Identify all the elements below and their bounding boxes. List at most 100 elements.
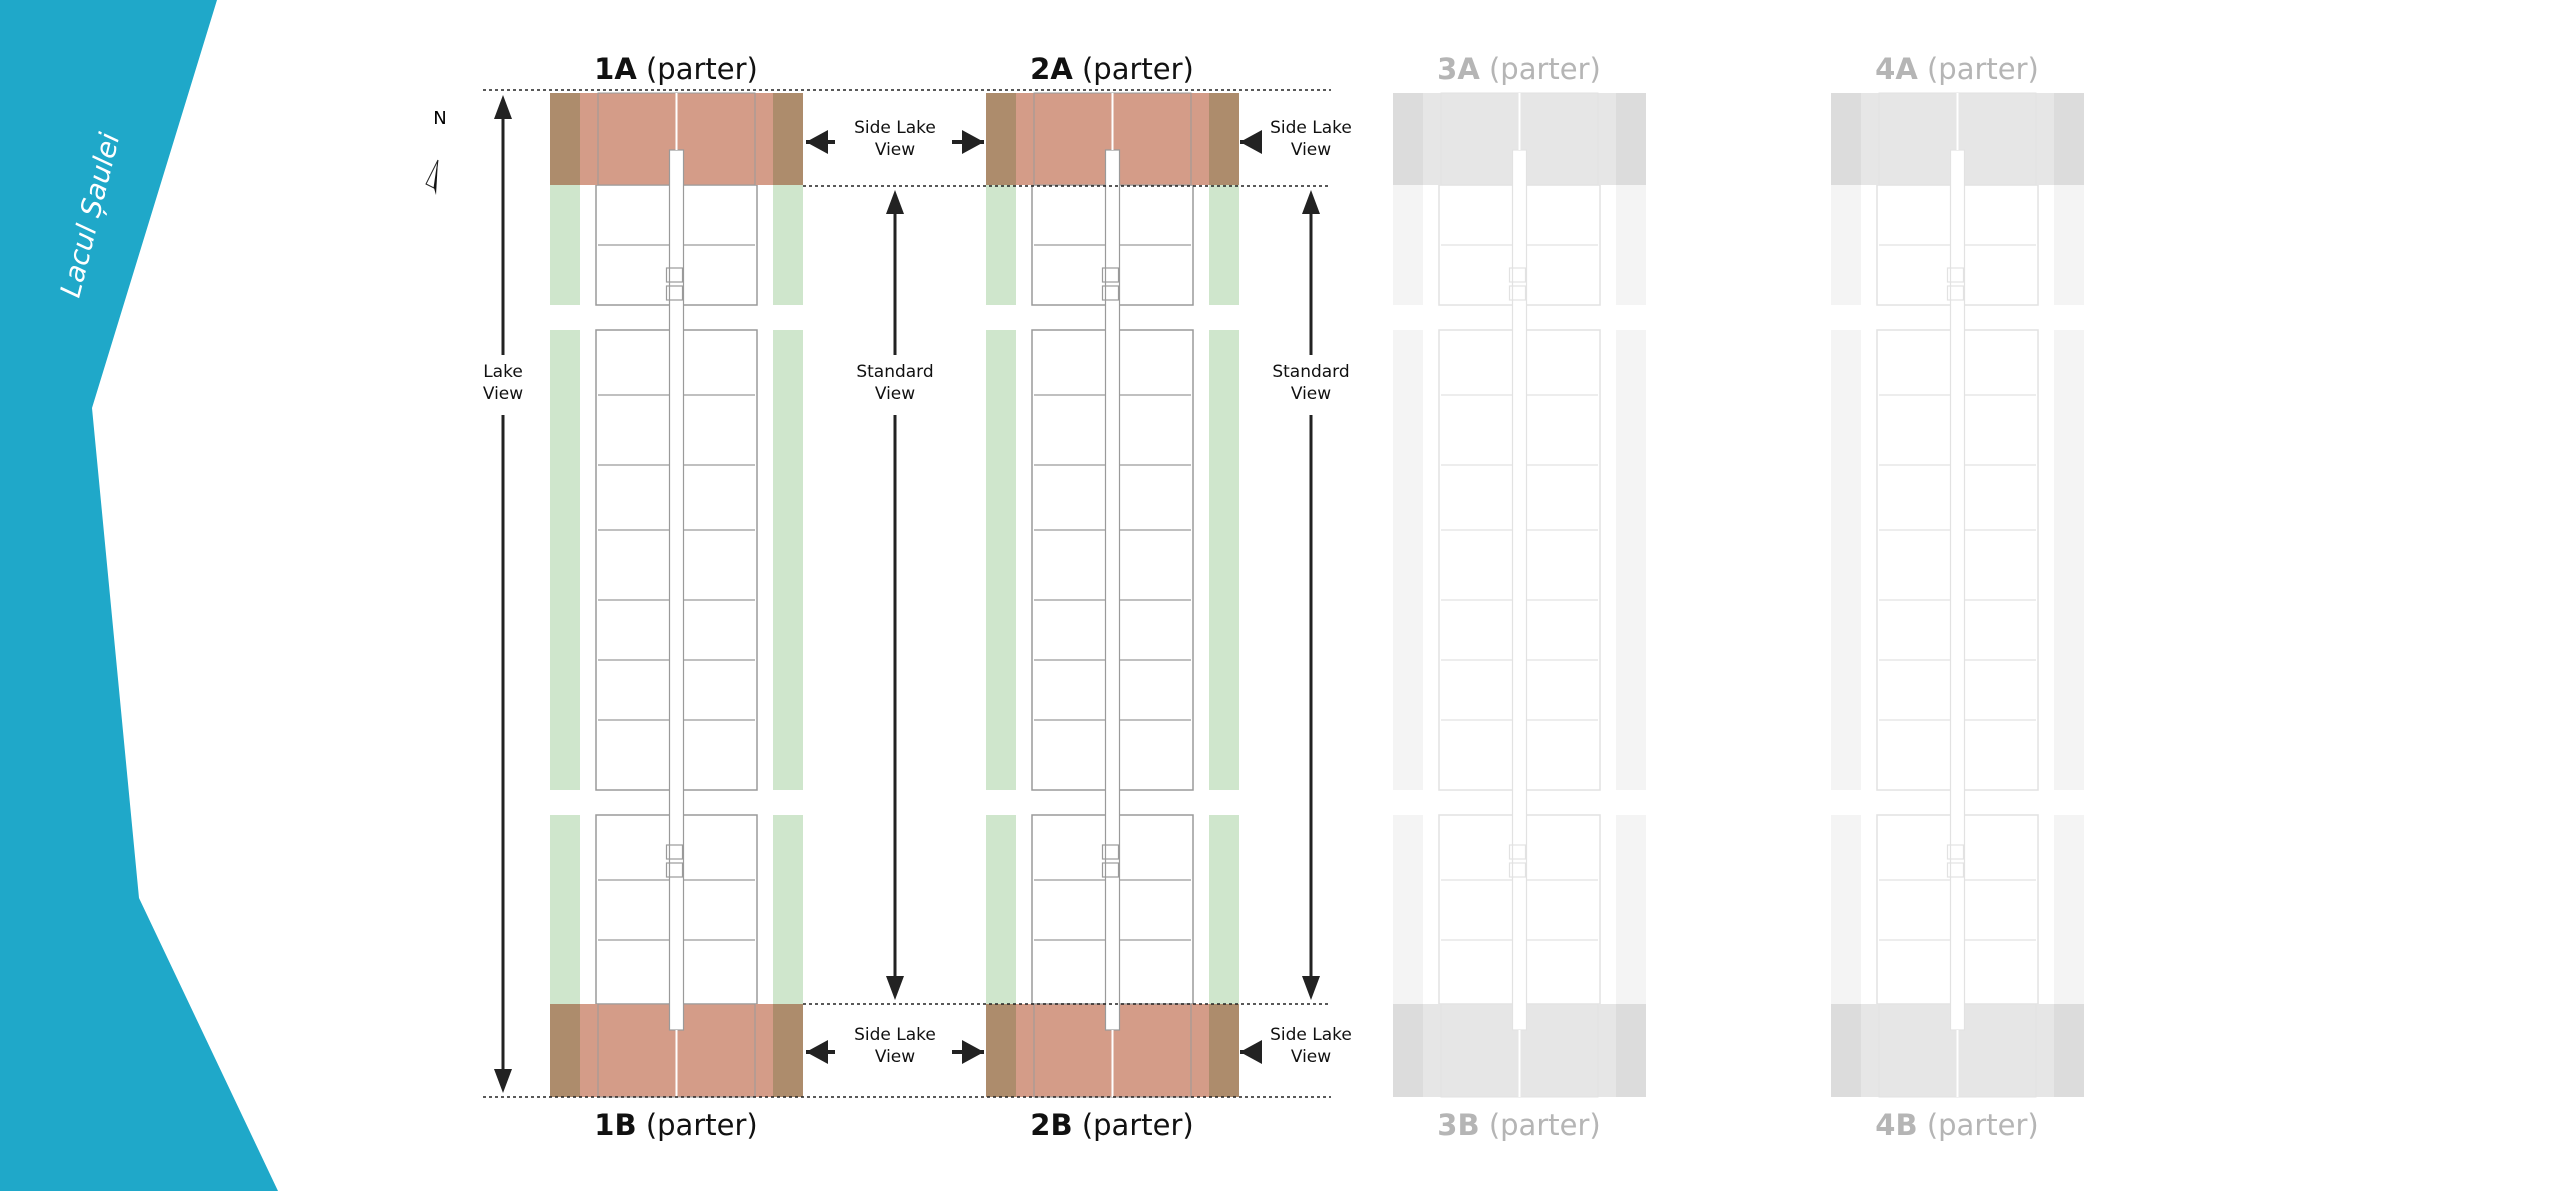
- elevator: [1101, 844, 1120, 860]
- elevator: [665, 267, 684, 283]
- floor-suffix: (parter): [636, 1108, 758, 1142]
- arrow-head-icon: [494, 95, 512, 119]
- green-patch: [1616, 828, 1632, 858]
- arrow-head-icon: [962, 130, 984, 154]
- elevator: [1508, 285, 1527, 301]
- green-patch: [1407, 265, 1423, 295]
- building-label-1a: 1A (parter): [594, 52, 758, 86]
- arrow-head-icon: [1240, 130, 1262, 154]
- elevator: [1508, 844, 1527, 860]
- arrow-head-icon: [962, 1040, 984, 1064]
- lake-edge-zone: [1831, 93, 1861, 185]
- elevator: [1101, 267, 1120, 283]
- arrow-head-icon: [806, 1040, 828, 1064]
- floor-suffix: (parter): [1072, 1108, 1194, 1142]
- lake-edge-zone: [1831, 1004, 1861, 1097]
- lake-edge-zone: [986, 1004, 1016, 1097]
- arrow-head-icon: [1302, 976, 1320, 1000]
- building-code: 1B: [594, 1108, 637, 1142]
- lake-shape: [0, 0, 278, 1191]
- elevator: [1101, 862, 1120, 878]
- lake-edge-zone: [550, 1004, 580, 1097]
- elevator: [1946, 285, 1965, 301]
- lake-edge-zone: [2054, 93, 2084, 185]
- green-patch: [1407, 828, 1423, 858]
- lake-edge-zone: [550, 93, 580, 185]
- elevator: [1508, 862, 1527, 878]
- floor-suffix: (parter): [1072, 52, 1194, 86]
- building-code: 4A: [1875, 52, 1918, 86]
- lake-edge-zone: [1393, 1004, 1423, 1097]
- building-label-4b: 4B (parter): [1875, 1108, 2038, 1142]
- green-patch: [564, 828, 580, 858]
- arrow-head-icon: [494, 1069, 512, 1093]
- elevator: [665, 285, 684, 301]
- lake-edge-zone: [773, 1004, 803, 1097]
- arrow-head-icon: [886, 976, 904, 1000]
- building-label-3b: 3B (parter): [1437, 1108, 1600, 1142]
- lake-edge-zone: [1209, 93, 1239, 185]
- building-code: 3B: [1437, 1108, 1480, 1142]
- green-patch: [773, 828, 789, 858]
- green-patch: [1616, 265, 1632, 295]
- elevator: [1946, 267, 1965, 283]
- elevator: [665, 862, 684, 878]
- building-label-1b: 1B (parter): [594, 1108, 757, 1142]
- elevator: [1508, 267, 1527, 283]
- green-strip: [773, 330, 803, 790]
- building-code: 4B: [1875, 1108, 1918, 1142]
- floor-suffix: (parter): [1479, 52, 1601, 86]
- green-patch: [2054, 828, 2070, 858]
- lake-edge-zone: [1616, 93, 1646, 185]
- building-2: [986, 92, 1239, 1098]
- building-4: [1831, 92, 2084, 1098]
- arrow-head-icon: [1240, 1040, 1262, 1064]
- building-label-4a: 4A (parter): [1875, 52, 2039, 86]
- building-3: [1393, 92, 1646, 1098]
- north-label: N: [433, 108, 447, 129]
- green-patch: [564, 265, 580, 295]
- green-patch: [1209, 265, 1225, 295]
- green-strip: [1209, 330, 1239, 790]
- elevator: [1946, 844, 1965, 860]
- building-code: 3A: [1437, 52, 1480, 86]
- arrow-head-icon: [806, 130, 828, 154]
- building-label-3a: 3A (parter): [1437, 52, 1601, 86]
- green-patch: [1000, 828, 1016, 858]
- floor-suffix: (parter): [1917, 1108, 2039, 1142]
- lake-edge-zone: [1616, 1004, 1646, 1097]
- lake-edge-zone: [2054, 1004, 2084, 1097]
- building-1: [550, 92, 803, 1098]
- compass-icon: [434, 160, 438, 195]
- elevator: [1101, 285, 1120, 301]
- elevator: [665, 844, 684, 860]
- arrow-head-icon: [1302, 190, 1320, 214]
- building-code: 2B: [1030, 1108, 1073, 1142]
- building-label-2b: 2B (parter): [1030, 1108, 1193, 1142]
- floor-suffix: (parter): [1917, 52, 2039, 86]
- green-patch: [1209, 828, 1225, 858]
- building-code: 2A: [1030, 52, 1073, 86]
- floor-suffix: (parter): [636, 52, 758, 86]
- building-code: 1A: [594, 52, 637, 86]
- lake-edge-zone: [1393, 93, 1423, 185]
- green-strip: [1831, 330, 1861, 790]
- elevator: [1946, 862, 1965, 878]
- lake-edge-zone: [986, 93, 1016, 185]
- green-strip: [986, 330, 1016, 790]
- lake-edge-zone: [773, 93, 803, 185]
- green-strip: [2054, 330, 2084, 790]
- green-patch: [2054, 265, 2070, 295]
- green-patch: [1845, 828, 1861, 858]
- floor-suffix: (parter): [1479, 1108, 1601, 1142]
- green-strip: [550, 330, 580, 790]
- green-patch: [1845, 265, 1861, 295]
